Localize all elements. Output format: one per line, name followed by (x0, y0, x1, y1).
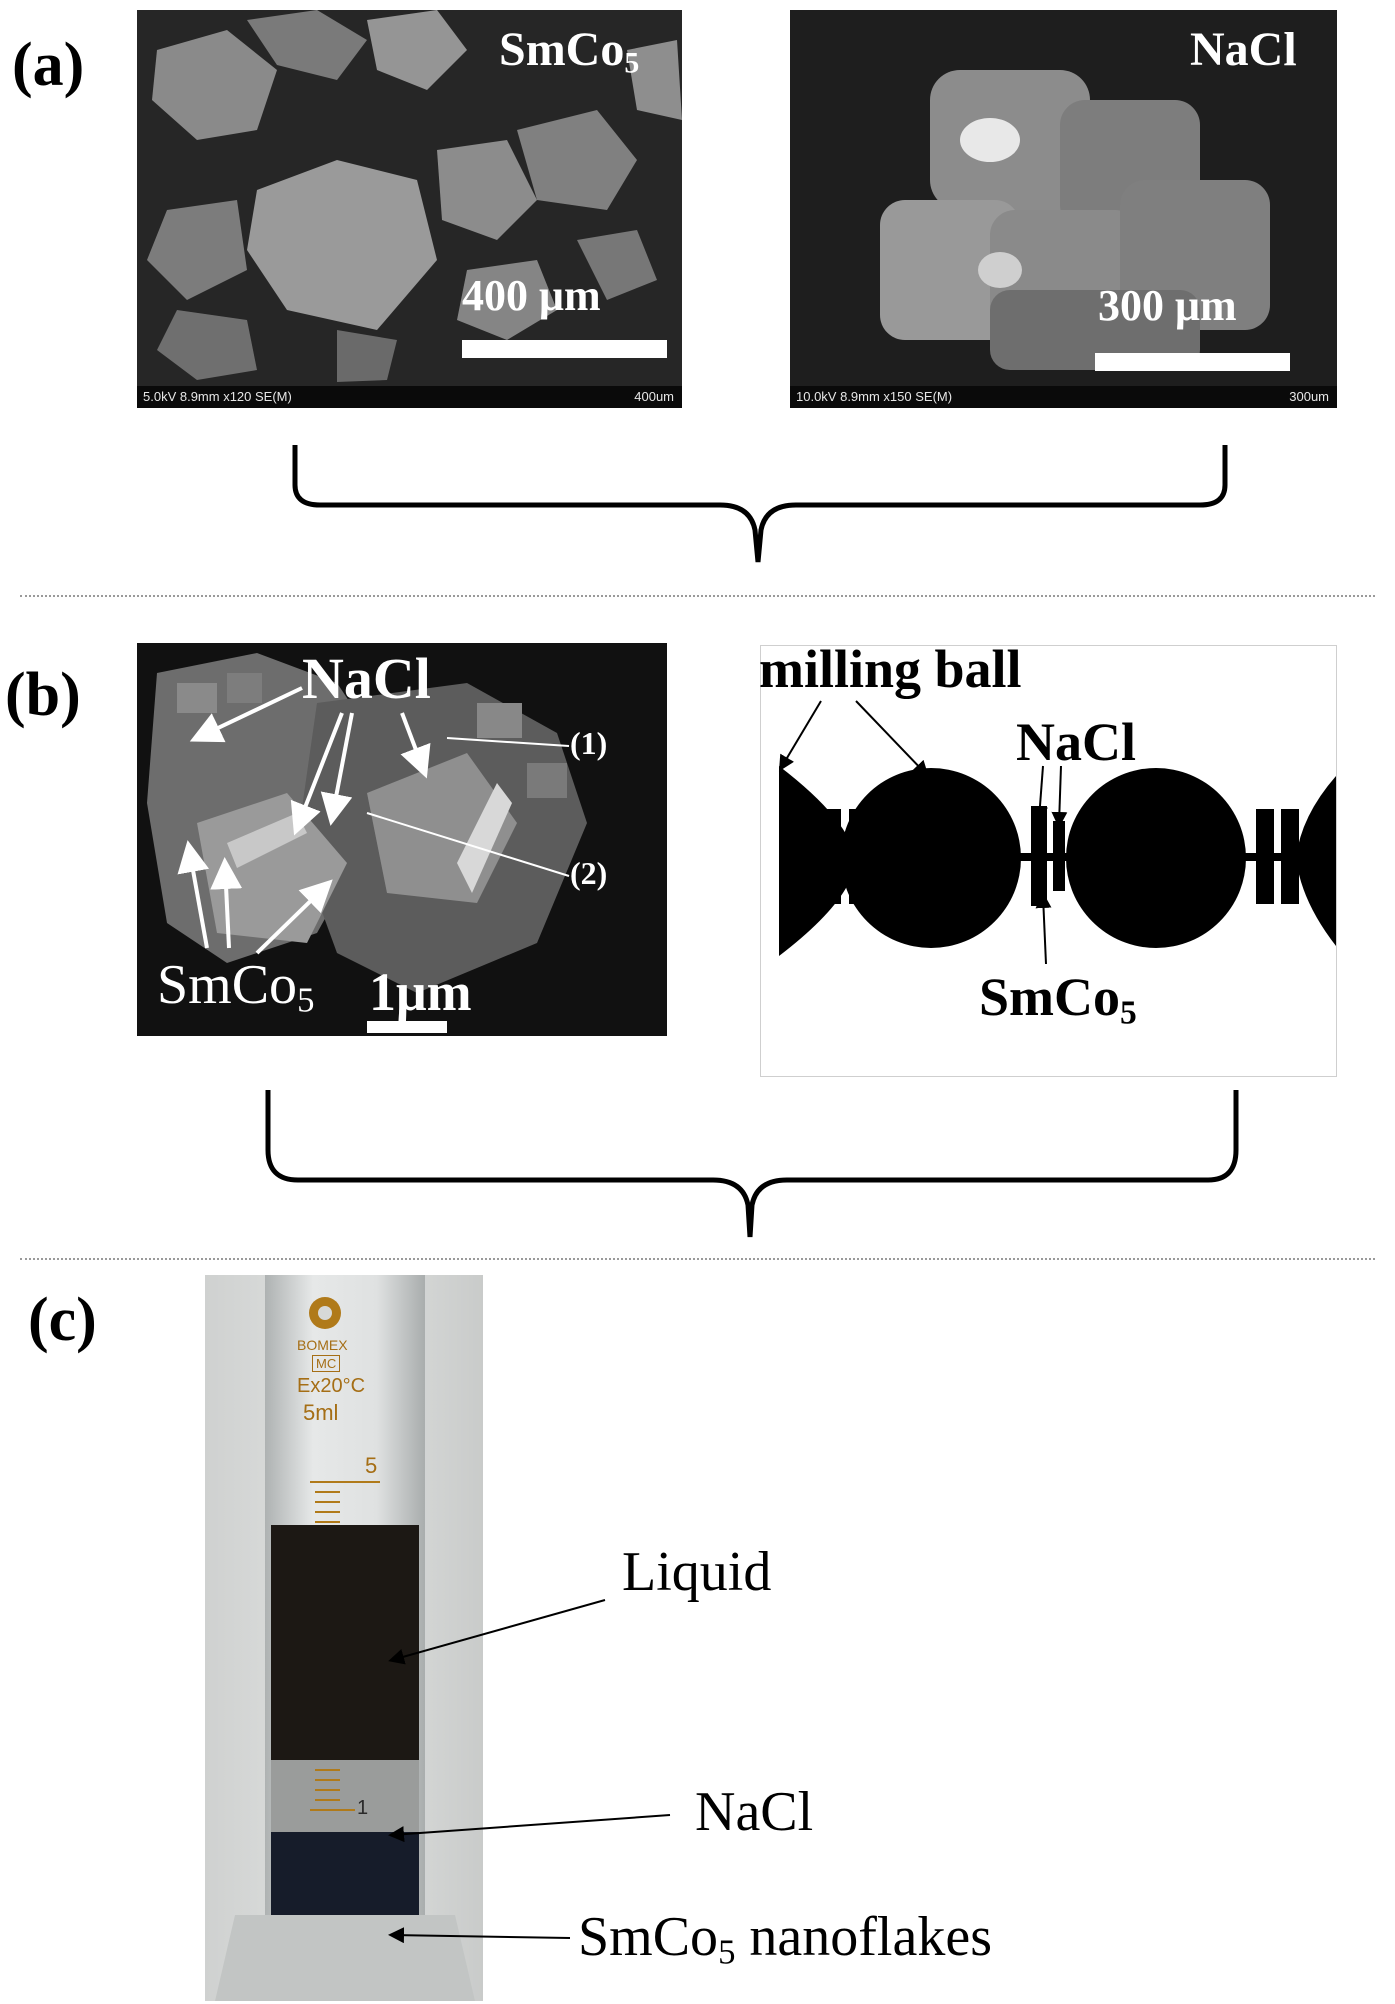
sem-image-smco5: SmCo5 400 μm 5.0kV 8.9mm x120 SE(M) 400u… (137, 10, 682, 408)
schematic-nacl-label: NaCl (1016, 712, 1136, 772)
nanoflakes-label: SmCo5 nanoflakes (578, 1905, 992, 1973)
panel-c-label: (c) (28, 1286, 97, 1354)
mixture-smco5-text: SmCo (157, 954, 298, 1016)
nacl-image-label: NaCl (1190, 23, 1297, 76)
brace-a (292, 445, 1228, 563)
nacl-crystals-graphic (790, 10, 1337, 386)
panel-b-label: (b) (5, 661, 81, 729)
cylinder-annotation-arrows (388, 1599, 671, 1944)
nanoflakes-smco-subscript: 5 (718, 1932, 736, 1972)
sem-image-mixture: NaCl (1) (2) SmCo5 1μm (137, 643, 667, 1036)
cylinder-brand: BOMEX (297, 1337, 348, 1353)
smco5-scale-bar (462, 340, 667, 358)
smco5-label-text: SmCo (499, 23, 625, 76)
nanoflakes-text: nanoflakes (735, 1906, 992, 1968)
smco5-scale-label: 400 μm (462, 271, 601, 320)
liquid-label: Liquid (622, 1541, 772, 1603)
nacl-info-right: 300um (1289, 389, 1329, 404)
brace-b (265, 1090, 1239, 1238)
mixture-smco5-label: SmCo5 (157, 953, 314, 1021)
smco5-particles-graphic (137, 10, 682, 386)
mixture-annotation-arrows (177, 686, 570, 955)
smco5-info-bar: 5.0kV 8.9mm x120 SE(M) 400um (137, 386, 682, 408)
mixture-scale-label: 1μm (369, 962, 472, 1022)
smco5-info-left: 5.0kV 8.9mm x120 SE(M) (143, 389, 292, 404)
nanoflakes-smco-text: SmCo (578, 1906, 719, 1968)
sem-image-nacl: NaCl 300 μm 10.0kV 8.9mm x150 SE(M) 300u… (790, 10, 1337, 408)
milling-schematic: milling ball NaCl SmCo5 (759, 639, 1337, 1077)
cylinder-photo: BOMEX MC Ex20°C 5ml 5 1 (205, 1275, 483, 2001)
panel-a-label: (a) (12, 31, 85, 99)
smco5-image-label: SmCo5 (499, 22, 639, 80)
nacl-info-left: 10.0kV 8.9mm x150 SE(M) (796, 389, 953, 404)
divider-b-c (20, 1258, 1375, 1260)
milling-balls-graphic (778, 700, 1336, 965)
schematic-smco5-label: SmCo5 (979, 966, 1137, 1032)
nacl-scale-bar (1095, 353, 1290, 371)
nacl-info-bar: 10.0kV 8.9mm x150 SE(M) 300um (790, 386, 1337, 408)
cylinder-mark: MC (312, 1355, 341, 1372)
schematic-smco5-text: SmCo (979, 967, 1121, 1027)
schematic-smco5-subscript: 5 (1120, 994, 1137, 1032)
mixture-smco5-subscript: 5 (297, 980, 315, 1020)
mixture-scale-bar (367, 1021, 447, 1033)
cylinder-volume: 5ml (303, 1400, 339, 1425)
nacl-layer-label: NaCl (695, 1781, 814, 1843)
cylinder-bottom-grad: 1 (357, 1797, 369, 1819)
cylinder-graphic (205, 1275, 483, 2001)
smco5-label-subscript: 5 (624, 46, 640, 80)
mixture-marker-2: (2) (570, 855, 608, 891)
cylinder-temp: Ex20°C (297, 1375, 366, 1397)
cylinder-top-grad: 5 (365, 1453, 378, 1478)
nacl-scale-label: 300 μm (1098, 281, 1237, 330)
milling-ball-label: milling ball (759, 639, 1022, 699)
mixture-marker-1: (1) (570, 725, 608, 761)
divider-a-b (20, 595, 1375, 597)
smco5-info-right: 400um (634, 389, 674, 404)
mixture-nacl-label: NaCl (302, 646, 431, 711)
